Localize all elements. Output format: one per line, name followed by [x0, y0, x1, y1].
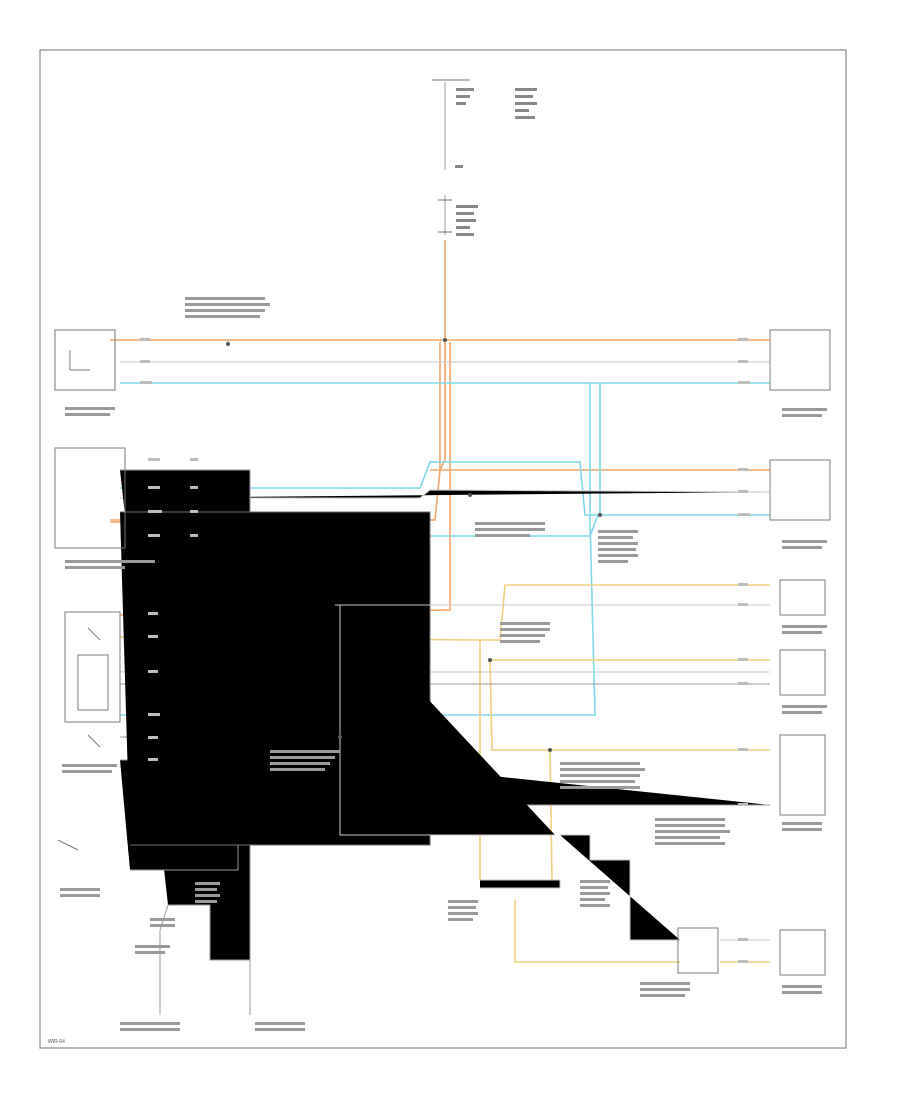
gray-wires — [120, 340, 771, 1015]
wire-tags — [140, 338, 750, 963]
diagram-code: WIR-04 — [48, 1039, 65, 1045]
left-components — [54, 329, 230, 851]
right-components — [677, 329, 831, 976]
label-blocks — [60, 297, 827, 1031]
splice-points — [338, 338, 602, 752]
diagram-frame — [39, 49, 847, 1049]
top-fuse-block — [432, 79, 537, 236]
